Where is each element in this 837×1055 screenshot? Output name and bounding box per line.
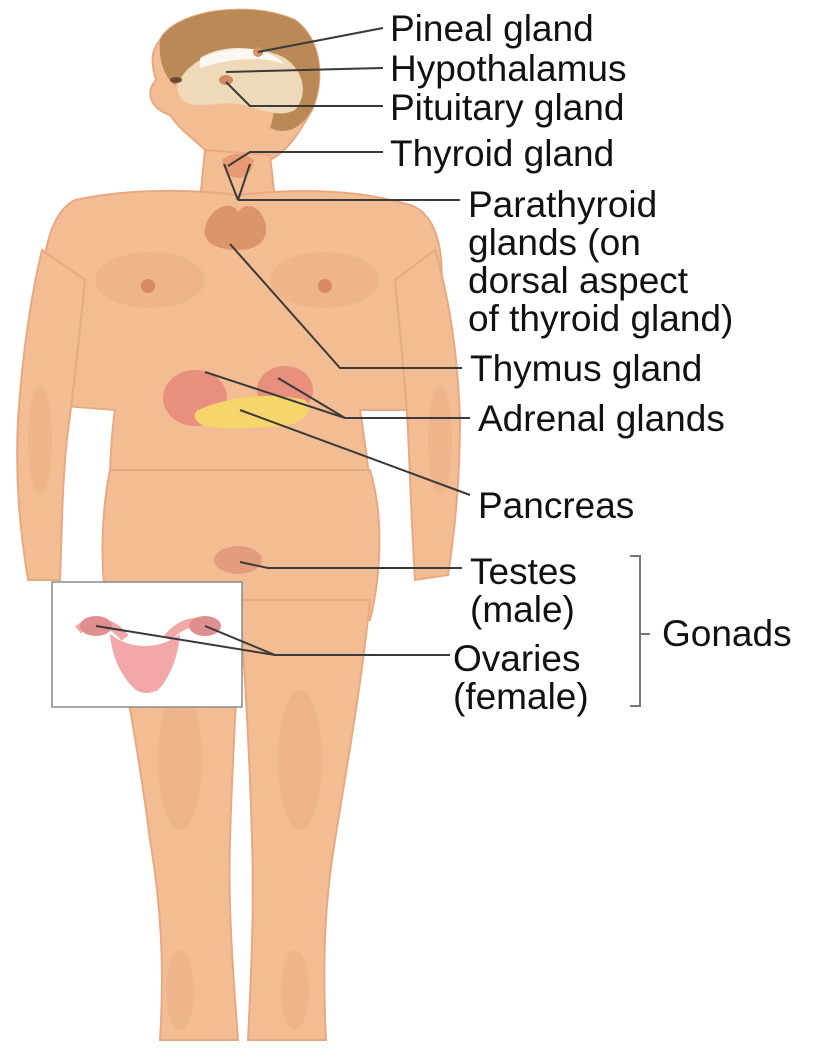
thymus-gland-mark: [205, 206, 267, 250]
parathyroid-line-4: of thyroid gland): [468, 300, 733, 338]
label-adrenal-glands: Adrenal glands: [478, 400, 725, 438]
label-parathyroid-glands: Parathyroid glands (on dorsal aspect of …: [468, 186, 733, 338]
left-arm: [17, 250, 85, 580]
testes-line-1: Testes: [470, 553, 577, 591]
label-gonads: Gonads: [662, 615, 792, 653]
ovaries-line-2: (female): [453, 678, 589, 716]
label-pineal-gland: Pineal gland: [390, 10, 594, 48]
right-nipple: [318, 279, 332, 293]
eye: [170, 77, 182, 83]
label-ovaries: Ovaries (female): [453, 640, 589, 716]
pituitary-gland-mark: [219, 75, 233, 85]
label-thymus-gland: Thymus gland: [470, 350, 702, 388]
testes-line-2: (male): [470, 591, 577, 629]
label-hypothalamus: Hypothalamus: [390, 50, 627, 88]
parathyroid-line-1: Parathyroid: [468, 186, 733, 224]
left-nipple: [141, 279, 155, 293]
ovaries-line-1: Ovaries: [453, 640, 589, 678]
label-pituitary-gland: Pituitary gland: [390, 89, 624, 127]
label-pancreas: Pancreas: [478, 487, 634, 525]
parathyroid-line-2: glands (on: [468, 224, 733, 262]
label-thyroid-gland: Thyroid gland: [390, 135, 614, 173]
label-testes: Testes (male): [470, 553, 577, 629]
gonads-bracket: [630, 556, 640, 706]
parathyroid-line-3: dorsal aspect: [468, 262, 733, 300]
testes-mark: [214, 546, 262, 574]
